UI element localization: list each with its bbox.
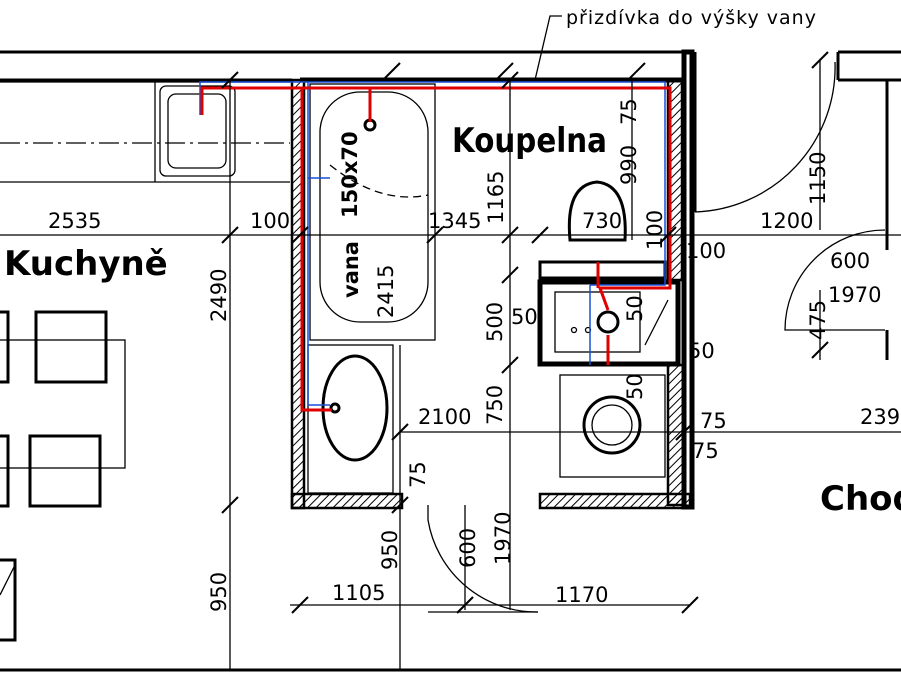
- dimension-label: 1165: [484, 171, 508, 224]
- dimension-label: 50: [623, 373, 647, 400]
- dimension-label: 1170: [555, 583, 608, 607]
- dimension-labels: 2535 100 1345 1165 990 75 730 100 100 12…: [48, 98, 900, 612]
- note-text: přizdívka do výšky vany: [566, 7, 817, 29]
- dimension-label: 2535: [48, 209, 101, 233]
- kitchen-sink: [159, 85, 236, 177]
- dimension-label: 50: [688, 339, 715, 363]
- dimension-label: 1970: [491, 512, 515, 565]
- dimension-label: 950: [378, 530, 402, 570]
- dimension-label: 475: [806, 300, 830, 340]
- dimension-label: 75: [700, 409, 727, 433]
- water-pipes: [199, 81, 672, 412]
- bathroom-door: [427, 505, 539, 613]
- dimension-label: 50: [623, 295, 647, 322]
- dimension-label: 1150: [806, 152, 830, 205]
- dimension-label: 100: [250, 209, 290, 233]
- room-label-bathroom: Koupelna: [452, 121, 607, 161]
- kitchen-counter: [0, 81, 290, 183]
- dimension-label: 730: [582, 209, 622, 233]
- room-label-kitchen: Kuchyně: [4, 244, 168, 284]
- dimension-label: 990: [617, 145, 641, 185]
- dining-table: [0, 310, 126, 642]
- bathtub-length: 2415: [374, 265, 398, 318]
- washbasin: [307, 344, 394, 494]
- annotation-note: přizdívka do výšky vany: [534, 7, 817, 81]
- dimension-label: 50: [511, 305, 538, 329]
- walls: [0, 49, 901, 672]
- room-label-hall: Chod: [820, 479, 901, 519]
- dimension-label: 75: [617, 98, 641, 125]
- dimension-label: 950: [207, 572, 231, 612]
- dimension-label: 2490: [207, 269, 231, 322]
- dimension-label: 600: [456, 528, 480, 568]
- dimension-label: 1105: [332, 581, 385, 605]
- hall-door: [693, 52, 886, 331]
- dimension-label: 1345: [428, 209, 481, 233]
- dimension-label: 100: [686, 239, 726, 263]
- dimension-label: 750: [483, 385, 507, 425]
- bathtub-label: vana: [339, 241, 363, 298]
- dimension-label: 100: [643, 210, 667, 250]
- washing-machine: [559, 374, 666, 478]
- dimension-label: 1970: [828, 283, 881, 307]
- dimension-label: 75: [406, 461, 430, 488]
- dimension-label: 2100: [418, 405, 471, 429]
- bathtub: 150x70 vana 2415: [309, 83, 436, 341]
- dimension-label: 600: [830, 249, 870, 273]
- dimension-label: 75: [692, 439, 719, 463]
- dimension-label: 1200: [760, 209, 813, 233]
- dimension-lines: [0, 51, 901, 670]
- dimension-label: 239: [860, 405, 900, 429]
- bathtub-size: 150x70: [338, 131, 362, 218]
- dimension-label: 500: [483, 302, 507, 342]
